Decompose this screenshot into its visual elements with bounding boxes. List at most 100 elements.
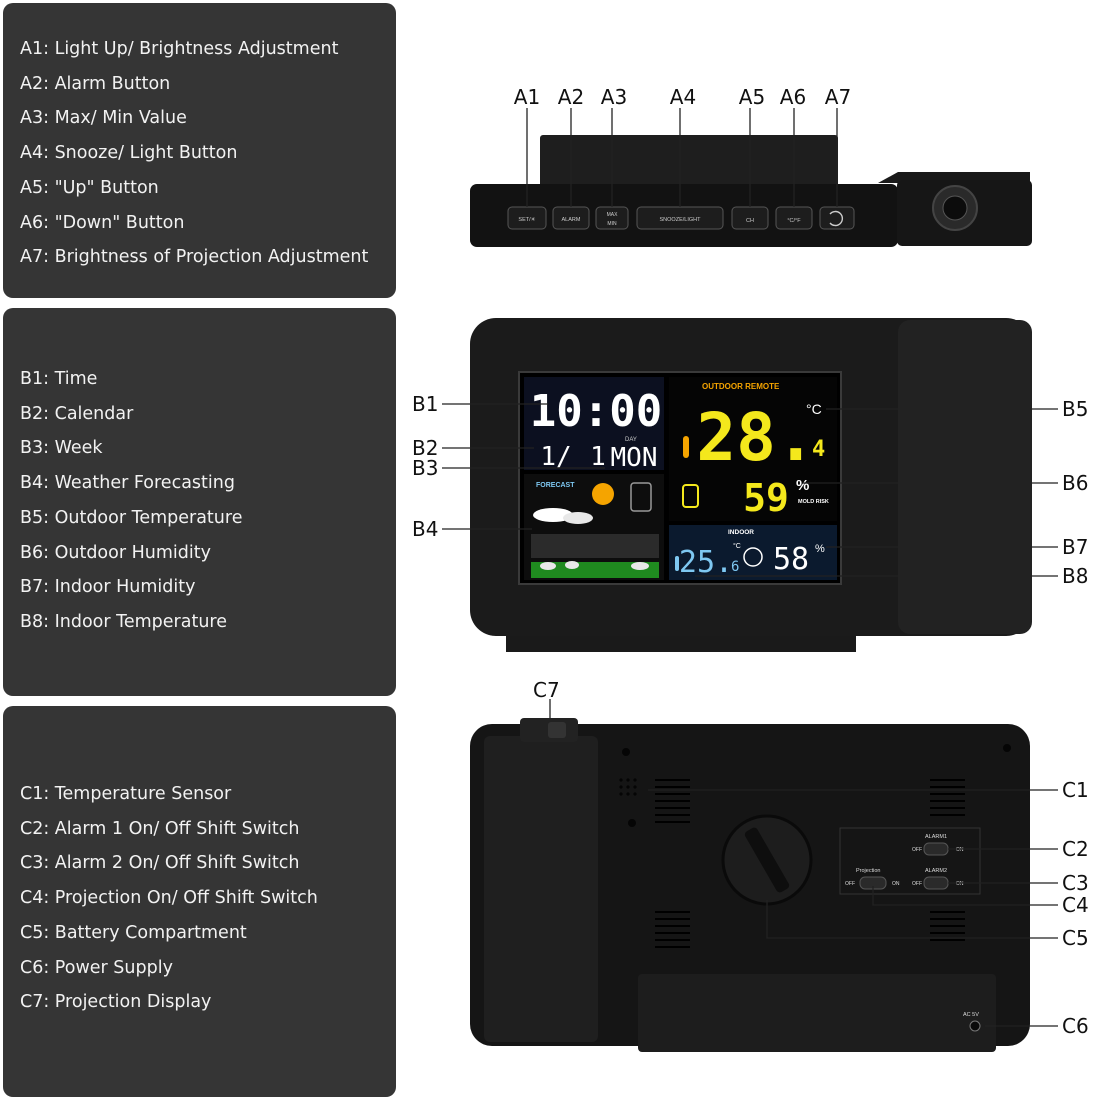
callout-b4: B4 (412, 517, 438, 541)
vent-group (655, 779, 965, 948)
legend-item-b4: B4: Weather Forecasting (20, 473, 235, 494)
callout-b6: B6 (1062, 471, 1088, 495)
lcd-day-label: DAY (625, 437, 637, 443)
callout-line-c5 (766, 900, 1058, 939)
legend-item-b6: B6: Outdoor Humidity (20, 542, 211, 563)
callout-c3: C3 (1062, 871, 1089, 895)
alarm2-label: ALARM2 (925, 868, 947, 874)
screw-hole-2 (1003, 744, 1011, 752)
alarm2-switch[interactable] (923, 876, 949, 890)
alarm1-label: ALARM1 (925, 834, 947, 840)
c-callout-lines (549, 699, 1058, 1027)
lcd-forecast-label: FORECAST (536, 482, 575, 489)
lcd-time: 10:00 (530, 386, 662, 437)
power-jack-icon[interactable] (969, 1020, 981, 1032)
lcd-mold-risk: MOLD RISK (798, 499, 829, 505)
callout-c5: C5 (1062, 926, 1089, 950)
stone-icon-3 (631, 562, 649, 570)
legend-item-c7: C7: Projection Display (20, 992, 212, 1013)
legend-item-b2: B2: Calendar (20, 403, 134, 424)
forecast-indicator-icon (630, 482, 652, 512)
screw-hole (622, 748, 630, 756)
alarm2-on-label: ON (956, 881, 964, 887)
lcd-indoor-temp-unit: °C (733, 542, 741, 550)
lcd-month: 1/ (540, 442, 571, 472)
lcd-indoor-temp: 25. (679, 545, 733, 580)
cloud-icon-2 (563, 512, 593, 524)
legend-item-c1: C1: Temperature Sensor (20, 784, 232, 804)
alarm1-on-label: ON (956, 847, 964, 853)
lcd-day: 1 (590, 442, 606, 472)
switch-area (839, 827, 981, 895)
lcd-outdoor-temp: 28. (696, 399, 815, 476)
projection-label: Projection (856, 868, 880, 874)
grass-strip (531, 562, 659, 578)
callout-c4: C4 (1062, 893, 1089, 917)
lcd-indoor-panel (669, 525, 837, 580)
snooze-button-label: SNOOZE/LIGHT (660, 217, 702, 223)
a-callout-lines (526, 108, 838, 207)
top-view-device: SET/☀ ALARM MAX MIN SNOOZE/LIGHT CH °C/°… (470, 135, 1032, 247)
legend-item-b7: B7: Indoor Humidity (20, 577, 196, 598)
lcd-week: MON (611, 443, 658, 473)
front-projector-module (898, 320, 1032, 634)
lcd-indoor-humidity: 58 (773, 542, 809, 577)
legend-item-a2: A2: Alarm Button (20, 73, 171, 94)
callout-a2: A2 (558, 85, 584, 109)
legend-item-b8: B8: Indoor Temperature (20, 611, 227, 632)
callout-a6: A6 (780, 85, 806, 109)
min-label: MIN (607, 221, 617, 227)
legend-panel-a: A1: Light Up/ Brightness Adjustment A2: … (3, 3, 396, 298)
legend-item-a3: A3: Max/ Min Value (20, 108, 187, 129)
callout-c2: C2 (1062, 837, 1089, 861)
legend-item-b3: B3: Week (20, 438, 103, 459)
callout-c6: C6 (1062, 1014, 1089, 1038)
callout-a1: A1 (514, 85, 540, 109)
back-stand (638, 974, 996, 1052)
indoor-thermometer-icon (675, 556, 679, 571)
lcd-indoor-humidity-unit: % (815, 543, 825, 555)
screw-hole-3 (628, 819, 636, 827)
back-projector-module (484, 736, 598, 1042)
legend-item-a4: A4: Snooze/ Light Button (20, 143, 238, 164)
callout-b5: B5 (1062, 397, 1088, 421)
legend-item-c3: C3: Alarm 2 On/ Off Shift Switch (20, 853, 300, 874)
callout-b7: B7 (1062, 535, 1088, 559)
legend-panel-c: C1: Temperature Sensor C2: Alarm 1 On/ O… (3, 706, 396, 1097)
cloud-icon (533, 508, 573, 522)
callout-b2: B2 (412, 436, 438, 460)
b-callout-lines (442, 403, 1058, 577)
projector-lens-inner-icon (942, 195, 968, 221)
legend-item-b1: B1: Time (20, 369, 98, 389)
battery-cover-slot (744, 827, 790, 893)
lcd-outdoor-humidity: 59 (743, 476, 789, 520)
humidity-sensor-icon (682, 484, 699, 508)
front-view-device: 10:00 1/ 1 DAY MON FORECAST OUTDOOR REMO… (470, 318, 1032, 652)
callout-a5: A5 (739, 85, 765, 109)
stone-icon-2 (565, 561, 579, 569)
legend-item-a6: A6: "Down" Button (20, 212, 185, 233)
down-button-label: °C/°F (787, 218, 801, 224)
callout-b8: B8 (1062, 564, 1088, 588)
lcd-outdoor-label: OUTDOOR REMOTE (702, 382, 780, 391)
callout-c1: C1 (1062, 778, 1089, 802)
alarm1-off-label: OFF (912, 847, 922, 853)
outdoor-thermometer-icon (683, 436, 689, 458)
legend-item-a5: A5: "Up" Button (20, 177, 159, 198)
lcd-outdoor-temp-decimal: 4 (812, 437, 825, 462)
projection-off-label: OFF (845, 881, 855, 887)
lcd-indoor-label: INDOOR (728, 529, 754, 536)
legend-item-b5: B5: Outdoor Temperature (20, 507, 243, 528)
comfort-face-icon (743, 547, 763, 567)
power-label: AC 5V (963, 1012, 979, 1018)
forecast-pattern (531, 534, 659, 558)
legend-item-c2: C2: Alarm 1 On/ Off Shift Switch (20, 818, 300, 839)
rotate-icon (829, 210, 844, 227)
max-label: MAX (607, 212, 619, 218)
callout-a3: A3 (601, 85, 627, 109)
back-view-device: ALARM1 OFF ON ALARM2 OFF ON Projection O… (470, 718, 1030, 1052)
projection-display-lens (548, 722, 566, 738)
alarm1-switch[interactable] (923, 842, 949, 856)
lcd-time-panel (524, 377, 664, 470)
